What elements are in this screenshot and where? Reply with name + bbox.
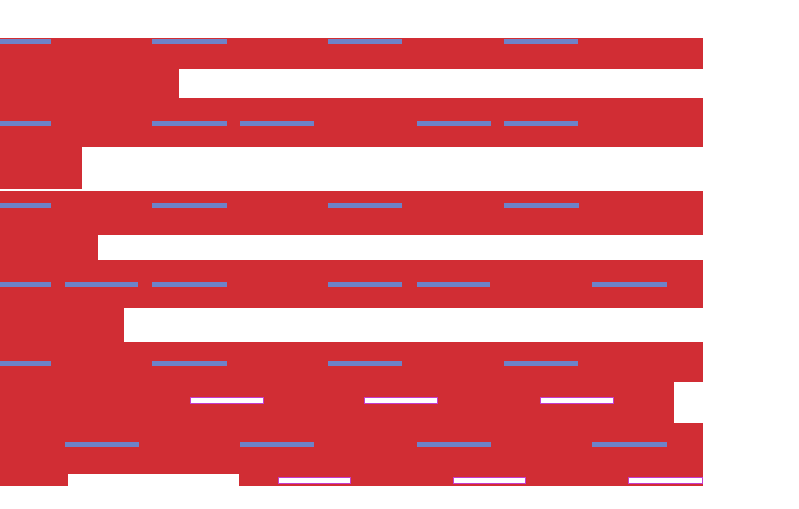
link-bar[interactable] xyxy=(65,441,139,447)
link-bar[interactable] xyxy=(0,120,51,126)
link-bar[interactable] xyxy=(152,281,227,287)
link-bar[interactable] xyxy=(0,202,51,208)
text-block xyxy=(0,473,68,486)
link-bar[interactable] xyxy=(65,281,138,287)
link-bar[interactable] xyxy=(328,39,402,44)
text-block xyxy=(0,234,98,260)
link-bar[interactable] xyxy=(152,120,227,126)
link-bar[interactable] xyxy=(0,39,51,44)
link-bar[interactable] xyxy=(504,39,578,44)
link-bar[interactable] xyxy=(0,361,51,366)
text-block xyxy=(674,341,703,382)
link-bar[interactable] xyxy=(417,281,490,287)
visited-link-bar[interactable] xyxy=(540,397,614,404)
link-bar[interactable] xyxy=(504,202,579,208)
visited-link-bar[interactable] xyxy=(452,477,526,484)
text-block xyxy=(0,190,703,235)
link-bar[interactable] xyxy=(152,361,227,366)
link-bar[interactable] xyxy=(152,39,227,44)
link-bar[interactable] xyxy=(592,441,667,447)
link-bar[interactable] xyxy=(592,281,667,287)
link-bar[interactable] xyxy=(504,120,578,126)
link-bar[interactable] xyxy=(417,120,491,126)
link-bar[interactable] xyxy=(240,441,314,447)
link-bar[interactable] xyxy=(417,441,491,447)
link-bar[interactable] xyxy=(504,361,578,366)
link-bar[interactable] xyxy=(328,202,402,208)
text-block xyxy=(0,308,124,342)
link-bar[interactable] xyxy=(240,120,314,126)
visited-link-bar[interactable] xyxy=(364,397,438,404)
link-bar[interactable] xyxy=(0,281,51,287)
text-block xyxy=(674,422,703,474)
link-bar[interactable] xyxy=(328,281,402,287)
text-block xyxy=(0,147,82,189)
text-block xyxy=(0,97,703,147)
link-bar[interactable] xyxy=(328,361,402,366)
text-block xyxy=(0,68,179,98)
visited-link-bar[interactable] xyxy=(190,397,264,404)
link-bar[interactable] xyxy=(152,202,227,208)
visited-link-bar[interactable] xyxy=(278,477,351,484)
visited-link-bar[interactable] xyxy=(628,477,703,484)
